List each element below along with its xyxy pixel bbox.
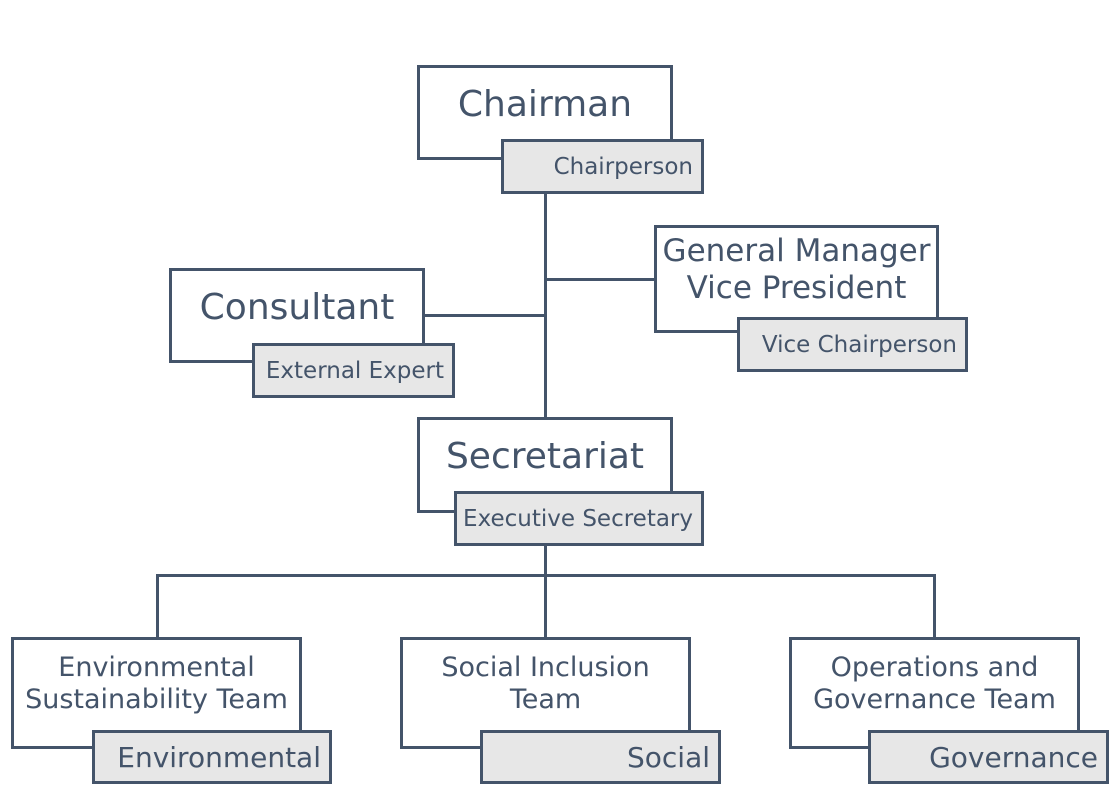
connector-consultant <box>424 314 546 317</box>
connector-teams-bar <box>156 574 936 577</box>
consultant-role: External Expert <box>252 343 455 398</box>
consultant-title: Consultant <box>199 287 395 328</box>
gm-role-label: Vice Chairperson <box>761 331 957 358</box>
env-role: Environmental <box>92 730 332 784</box>
gm-title-1: General Manager <box>662 233 931 269</box>
connector-secretariat-down <box>544 545 547 639</box>
connector-ops <box>933 574 936 639</box>
ops-role: Governance <box>868 730 1109 784</box>
gm-role: Vice Chairperson <box>737 317 968 372</box>
gm-title-2: Vice President <box>686 269 907 306</box>
connector-gm <box>546 278 656 281</box>
chairman-role-label: Chairperson <box>553 153 693 180</box>
ops-title-1: Operations and <box>830 652 1039 683</box>
social-title-2: Team <box>509 683 582 715</box>
chairman-title: Chairman <box>457 84 633 125</box>
connector-chair-secretariat <box>544 193 547 419</box>
chairman-role: Chairperson <box>501 139 704 194</box>
secretariat-title: Secretariat <box>445 436 645 477</box>
consultant-role-label: External Expert <box>265 357 444 384</box>
env-title-1: Environmental <box>58 652 255 683</box>
social-title-1: Social Inclusion <box>441 652 650 683</box>
connector-env <box>156 574 159 639</box>
social-role-label: Social <box>626 740 710 774</box>
ops-title-2: Governance Team <box>813 683 1056 715</box>
secretariat-role: Executive Secretary <box>454 491 704 546</box>
env-role-label: Environmental <box>117 740 321 774</box>
secretariat-role-label: Executive Secretary <box>463 505 693 532</box>
env-title-2: Sustainability Team <box>25 683 288 715</box>
social-role: Social <box>480 730 721 784</box>
ops-role-label: Governance <box>929 740 1098 774</box>
